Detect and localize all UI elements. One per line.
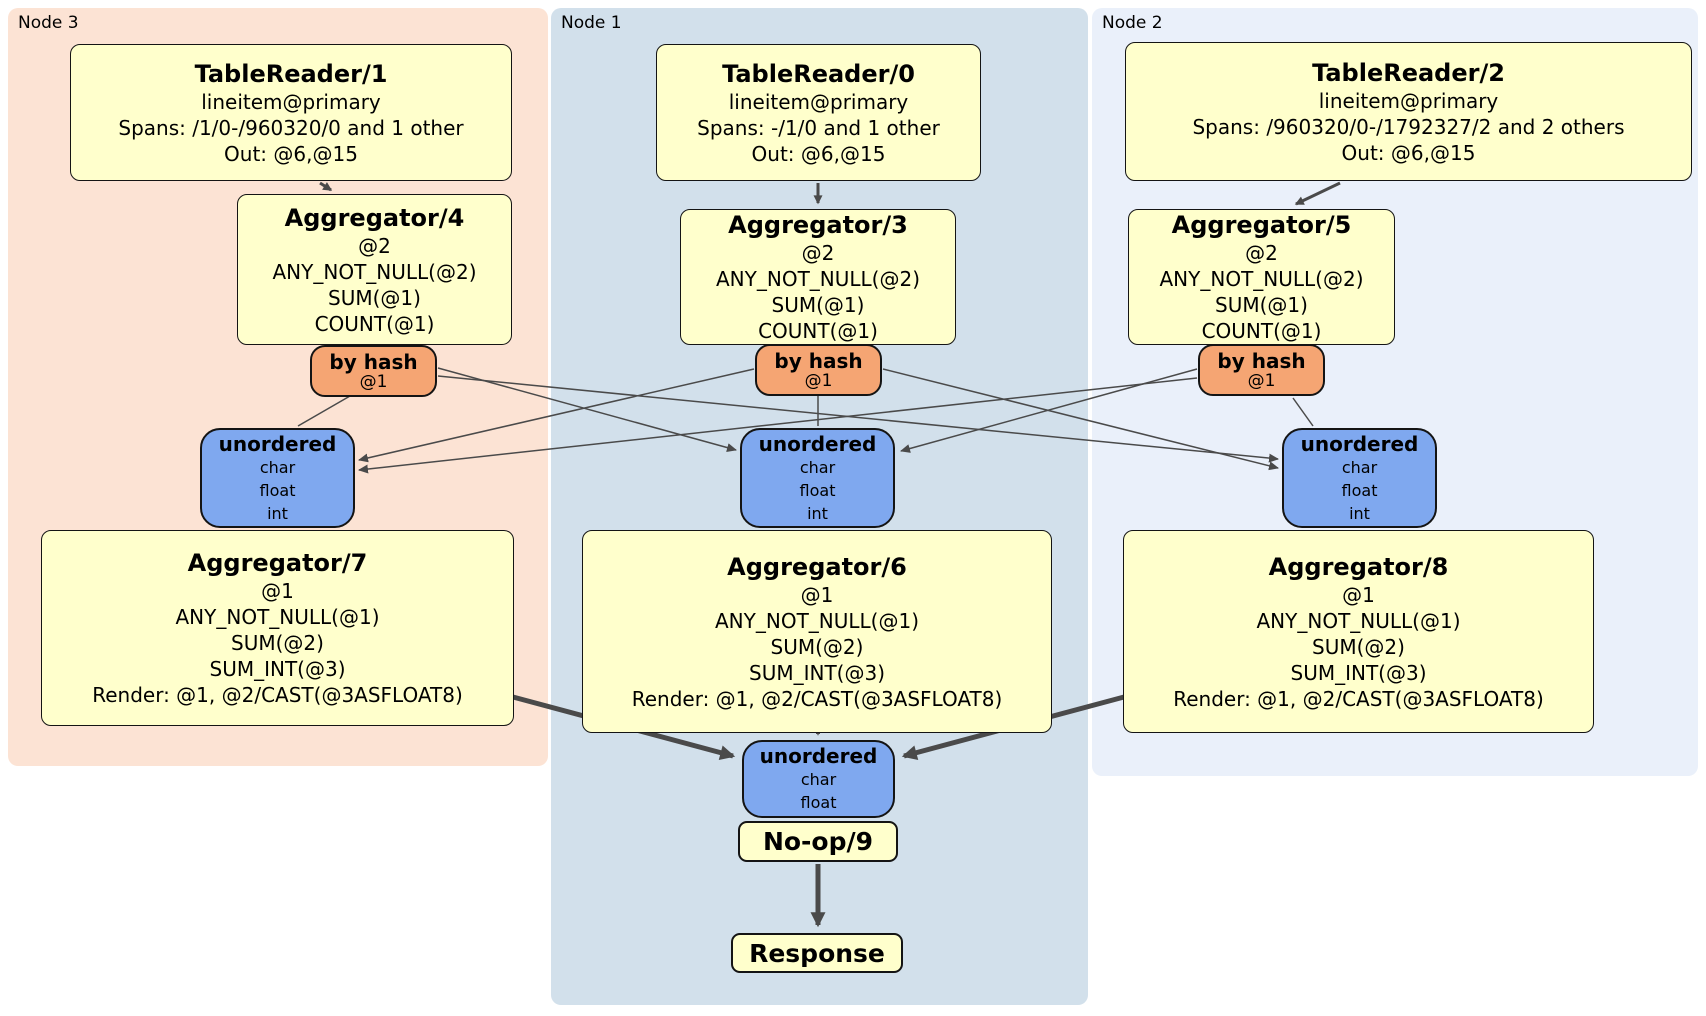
processor-title: Aggregator/8 [1268,552,1449,581]
sync-label: unordered [759,744,878,768]
router-label: by hash [774,349,863,373]
agg-group-cols: @2 [801,241,835,265]
sync-type: char [1341,457,1378,477]
sync-type: float [1341,480,1378,500]
node-region-label: Node 3 [18,13,79,33]
router-by-hash-left: by hash @1 [310,345,437,397]
processor-title: Aggregator/5 [1171,211,1352,239]
processor-title: TableReader/2 [1312,58,1505,87]
node-region-label: Node 1 [561,13,622,33]
sync-type: float [799,480,836,500]
edge-tr1-agg4 [319,181,333,192]
sync-type: char [800,770,837,789]
sync-label: unordered [218,431,337,456]
router-by-hash-right: by hash @1 [1198,344,1325,396]
sync-type: float [259,480,296,500]
processor-out: Out: @6,@15 [224,141,358,166]
router-columns: @1 [359,372,388,392]
agg-fn: SUM(@2) [770,634,864,659]
sync-type: float [800,793,837,812]
processor-out: Out: @6,@15 [751,141,886,166]
processor-index: lineitem@primary [728,89,909,114]
agg-fn: SUM_INT(@3) [1290,660,1427,685]
agg-group-cols: @2 [1245,241,1278,265]
processor-spans: Spans: /1/0-/960320/0 and 1 other [118,115,464,140]
router-columns: @1 [804,371,833,391]
processor-aggregator-8: Aggregator/8 @1 ANY_NOT_NULL(@1) SUM(@2)… [1123,530,1594,733]
agg-fn: ANY_NOT_NULL(@1) [715,608,919,633]
processor-title: Aggregator/3 [728,211,908,239]
processor-title: No-op/9 [762,827,874,856]
sync-type: char [799,457,836,477]
agg-fn: ANY_NOT_NULL(@2) [1159,267,1364,291]
processor-aggregator-4: Aggregator/4 @2 ANY_NOT_NULL(@2) SUM(@1)… [237,194,512,345]
processor-title: TableReader/1 [194,59,388,88]
router-label: by hash [1217,349,1306,373]
edge-bhL-unR [437,375,1279,463]
edge-tr2-agg5 [1294,181,1341,206]
agg-fn: SUM(@2) [1312,634,1405,659]
edge-bhL-unC [437,367,737,452]
sync-type: char [259,457,296,477]
agg-fn: ANY_NOT_NULL(@2) [272,259,477,284]
processor-aggregator-5: Aggregator/5 @2 ANY_NOT_NULL(@2) SUM(@1)… [1128,209,1395,345]
sync-unordered-right: unordered char float int [1282,428,1437,528]
sync-type: int [267,503,288,523]
node-region-label: Node 2 [1102,13,1163,33]
edge-bhC-unR [882,368,1279,471]
router-columns: @1 [1247,371,1276,391]
agg-fn: SUM(@1) [1215,293,1308,317]
response-box: Response [731,933,903,973]
agg-fn: SUM_INT(@3) [209,657,346,681]
sync-label: unordered [1300,431,1419,456]
processor-noop-9: No-op/9 [738,821,898,862]
agg-group-cols: @1 [800,582,834,607]
processor-aggregator-6: Aggregator/6 @1 ANY_NOT_NULL(@1) SUM(@2)… [582,530,1052,733]
agg-fn: ANY_NOT_NULL(@2) [716,267,920,291]
sync-unordered-center: unordered char float int [740,428,895,528]
processor-aggregator-3: Aggregator/3 @2 ANY_NOT_NULL(@2) SUM(@1)… [680,209,956,345]
agg-group-cols: @2 [358,233,391,258]
processor-out: Out: @6,@15 [1341,140,1476,165]
agg-fn: COUNT(@1) [314,311,435,336]
router-by-hash-center: by hash @1 [755,344,882,396]
agg-fn: SUM(@2) [231,631,324,655]
processor-tablereader-2: TableReader/2 lineitem@primary Spans: /9… [1125,42,1692,181]
agg-render-expr: Render: @1, @2/CAST(@3ASFLOAT8) [631,686,1003,711]
edge-bhL-unL [297,395,351,427]
processor-tablereader-0: TableReader/0 lineitem@primary Spans: -/… [656,44,981,181]
processor-title: Aggregator/6 [727,552,907,581]
processor-title: Aggregator/7 [187,549,368,577]
processor-title: TableReader/0 [722,59,915,88]
edge-bhR-unL [358,377,1198,474]
sync-unordered-final: unordered char float [742,740,895,818]
processor-aggregator-7: Aggregator/7 @1 ANY_NOT_NULL(@1) SUM(@2)… [41,530,514,726]
agg-fn: COUNT(@1) [1201,319,1322,343]
agg-fn: SUM(@1) [328,285,421,310]
processor-tablereader-1: TableReader/1 lineitem@primary Spans: /1… [70,44,512,181]
agg-fn: COUNT(@1) [758,319,878,343]
router-label: by hash [329,350,418,374]
processor-spans: Spans: -/1/0 and 1 other [697,115,940,140]
agg-render-expr: Render: @1, @2/CAST(@3ASFLOAT8) [92,683,463,707]
agg-fn: SUM_INT(@3) [749,660,885,685]
edge-bhR-unR [1292,397,1314,427]
agg-fn: ANY_NOT_NULL(@1) [1256,608,1461,633]
agg-render-expr: Render: @1, @2/CAST(@3ASFLOAT8) [1173,686,1544,711]
agg-fn: SUM(@1) [771,293,865,317]
processor-index: lineitem@primary [201,89,381,114]
sync-type: int [807,503,828,523]
processor-spans: Spans: /960320/0-/1792327/2 and 2 others [1192,114,1625,139]
sync-unordered-left: unordered char float int [200,428,355,528]
agg-fn: ANY_NOT_NULL(@1) [175,605,380,629]
agg-group-cols: @1 [1342,582,1375,607]
agg-group-cols: @1 [261,579,294,603]
sync-type: int [1349,503,1370,523]
processor-index: lineitem@primary [1318,88,1499,113]
processor-title: Response [749,938,885,968]
processor-title: Aggregator/4 [284,203,465,232]
edge-bhC-unL [358,368,755,463]
edge-bhR-unC [900,368,1198,453]
sync-label: unordered [758,431,877,456]
